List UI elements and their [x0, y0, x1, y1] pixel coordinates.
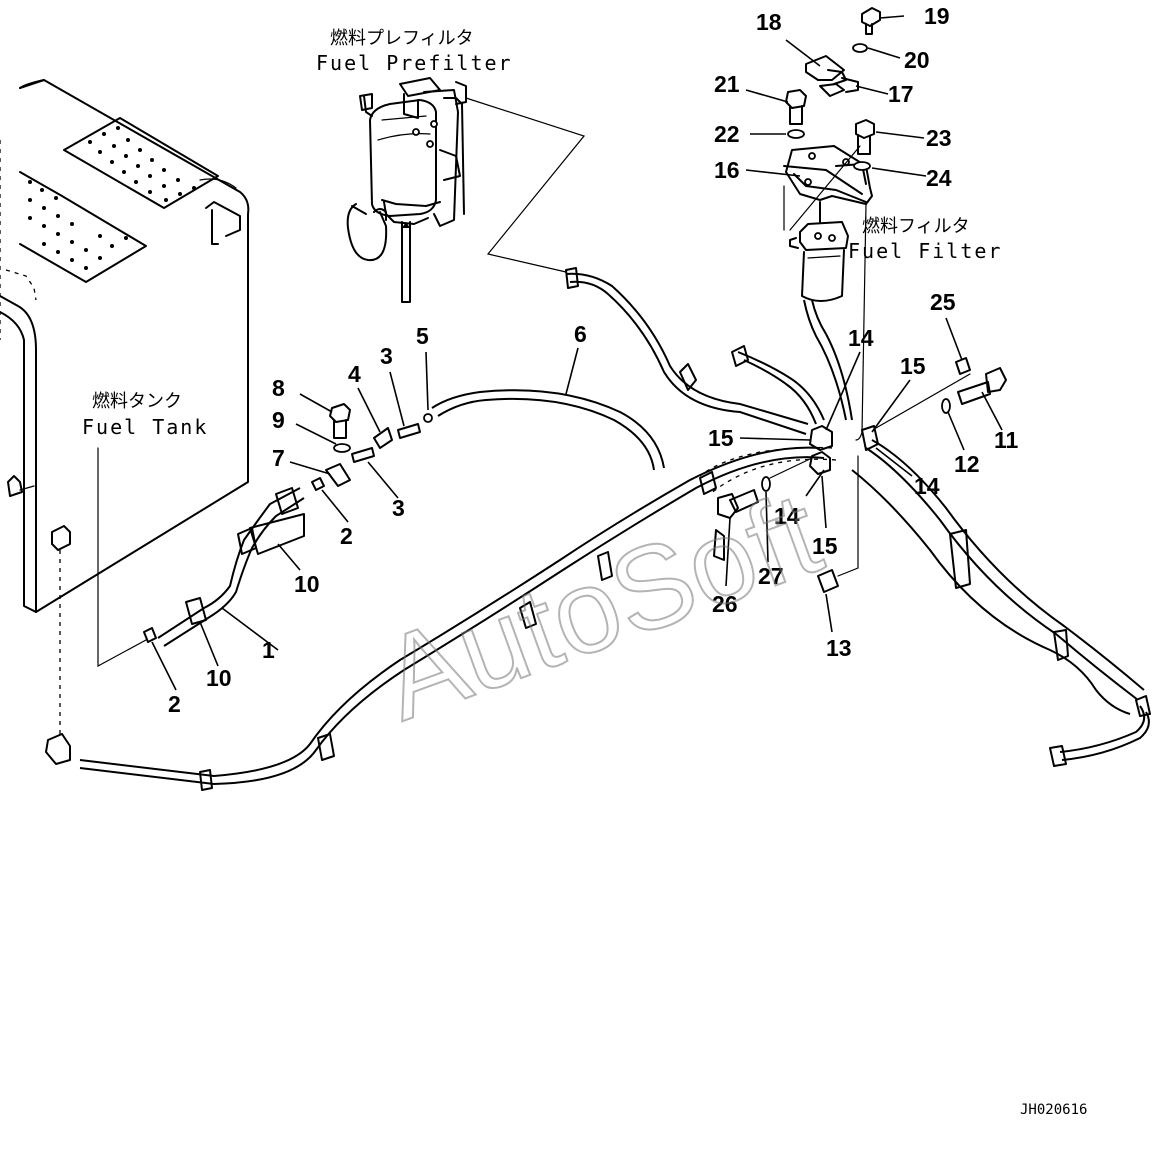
callout-3-upper: 3	[380, 343, 393, 369]
callout-7: 7	[272, 445, 285, 471]
hose-clamps	[45, 267, 1151, 791]
callout-11: 11	[994, 427, 1019, 453]
fuel-tank-label: 燃料タンク Fuel Tank	[82, 391, 208, 439]
fuel-prefilter-label-en: Fuel Prefilter	[316, 51, 513, 75]
callout-10-upper: 10	[294, 571, 320, 597]
callout-17: 17	[888, 81, 914, 107]
callout-16: 16	[714, 157, 740, 183]
callout-15-left: 15	[708, 425, 734, 451]
callout-2-upper: 2	[340, 523, 353, 549]
callout-23: 23	[926, 125, 952, 151]
fuel-prefilter	[346, 77, 586, 303]
callout-1: 1	[262, 637, 275, 663]
callout-26: 26	[712, 591, 738, 617]
callout-10-lower: 10	[206, 665, 232, 691]
drawing-code: JH020616	[1020, 1102, 1087, 1118]
fuel-tank-label-en: Fuel Tank	[82, 415, 208, 439]
callout-6: 6	[574, 321, 587, 347]
callout-15-right: 15	[900, 353, 926, 379]
fuel-tank-label-jp: 燃料タンク	[92, 391, 182, 412]
callout-2-lower: 2	[168, 691, 181, 717]
callout-3-lower: 3	[392, 495, 405, 521]
callout-21: 21	[714, 71, 740, 97]
callout-13: 13	[826, 635, 852, 661]
callout-15-lower: 15	[812, 533, 838, 559]
fuel-tank	[0, 79, 250, 668]
callout-22: 22	[714, 121, 740, 147]
callout-numbers: 1 2 2 3 3 4 5 6 7 8 9 10 10 11 12 13 14 …	[168, 3, 1019, 717]
callout-18: 18	[756, 9, 782, 35]
callout-9: 9	[272, 407, 285, 433]
callout-27: 27	[758, 563, 784, 589]
callout-25: 25	[930, 289, 956, 315]
fuel-filter-label-en: Fuel Filter	[848, 239, 1002, 263]
callout-24: 24	[926, 165, 952, 191]
callout-8: 8	[272, 375, 285, 401]
fuel-hoses	[79, 272, 1150, 786]
callout-12: 12	[954, 451, 980, 477]
callout-20: 20	[904, 47, 930, 73]
leader-lines	[151, 15, 1003, 691]
watermark: AutoSoft	[366, 467, 836, 746]
fuel-prefilter-label-jp: 燃料プレフィルタ	[330, 28, 474, 49]
fuel-prefilter-label: 燃料プレフィルタ Fuel Prefilter	[316, 28, 513, 75]
callout-14-left: 14	[774, 503, 800, 529]
parts-group-left	[143, 389, 665, 647]
callout-14-right: 14	[914, 473, 940, 499]
parts-group-right	[717, 145, 1007, 593]
callout-4: 4	[348, 361, 361, 387]
fuel-filter	[783, 145, 873, 441]
callout-14-top: 14	[848, 325, 874, 351]
fuel-filter-label-jp: 燃料フィルタ	[862, 216, 970, 237]
fuel-filter-label: 燃料フィルタ Fuel Filter	[848, 216, 1002, 263]
callout-19: 19	[924, 3, 950, 29]
callout-5: 5	[416, 323, 429, 349]
